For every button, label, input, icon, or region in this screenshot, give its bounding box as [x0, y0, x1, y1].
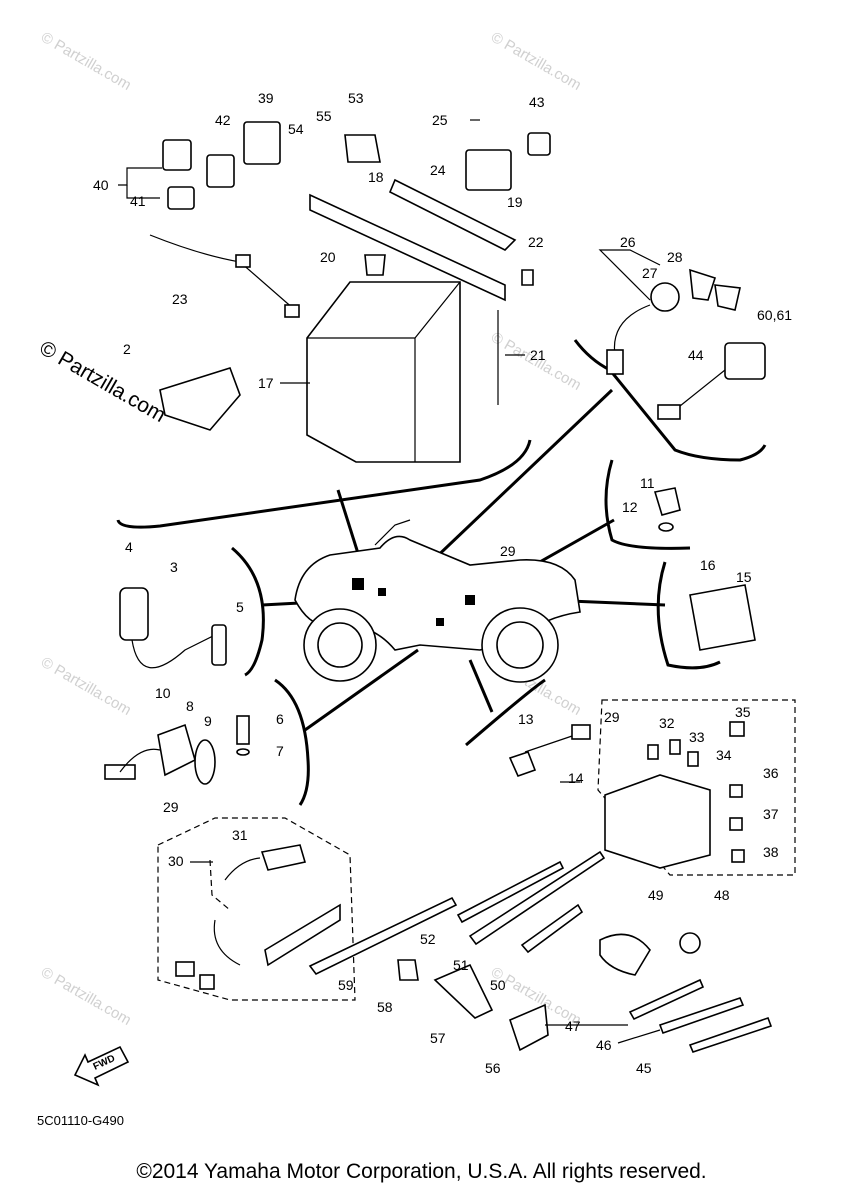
callout-12: 12	[622, 499, 638, 515]
callout-13: 13	[518, 711, 534, 727]
fwd-arrow: FWD	[73, 1045, 130, 1087]
callout-14: 14	[568, 770, 584, 786]
callout-53: 53	[348, 90, 364, 106]
watermark: © Partzilla.com	[38, 964, 134, 1029]
diagram-code: 5C01110-G490	[37, 1113, 124, 1128]
group-fuse-box	[597, 699, 796, 876]
callout-6: 6	[276, 711, 284, 727]
group-harness	[157, 817, 356, 1001]
callout-43: 43	[529, 94, 545, 110]
parts-sensors	[104, 487, 756, 785]
callout-54: 54	[288, 121, 304, 137]
callout-55: 55	[316, 108, 332, 124]
watermark-large: © Partzilla.com	[36, 336, 170, 427]
callout-6061: 60,61	[757, 307, 792, 323]
callout-29: 29	[163, 799, 179, 815]
callout-22: 22	[528, 234, 544, 250]
callout-19: 19	[507, 194, 523, 210]
callout-5: 5	[236, 599, 244, 615]
callout-59: 59	[338, 977, 354, 993]
callout-35: 35	[735, 704, 751, 720]
callout-9: 9	[204, 713, 212, 729]
callout-24: 24	[430, 162, 446, 178]
callout-47: 47	[565, 1018, 581, 1034]
callout-7: 7	[276, 743, 284, 759]
group-ties-clamps	[308, 850, 773, 1053]
callout-42: 42	[215, 112, 231, 128]
callout-46: 46	[596, 1037, 612, 1053]
callout-30: 30	[168, 853, 184, 869]
callout-49: 49	[648, 887, 664, 903]
callout-2: 2	[123, 341, 131, 357]
callout-48: 48	[714, 887, 730, 903]
callout-16: 16	[700, 557, 716, 573]
callout-23: 23	[172, 291, 188, 307]
callout-41: 41	[130, 193, 146, 209]
parts-battery-bracket	[159, 178, 534, 463]
callout-34: 34	[716, 747, 732, 763]
atv-illustration	[294, 519, 581, 683]
callouts: 39 53 43 42 55 54 25 24 40 41 18 19 20 2…	[37, 90, 792, 1128]
callout-18: 18	[368, 169, 384, 185]
callout-33: 33	[689, 729, 705, 745]
callout-25: 25	[432, 112, 448, 128]
callout-56: 56	[485, 1060, 501, 1076]
callout-50: 50	[490, 977, 506, 993]
watermark: © Partzilla.com	[38, 654, 134, 719]
group-boundaries	[116, 339, 767, 806]
callout-26: 26	[620, 234, 636, 250]
callout-44: 44	[688, 347, 704, 363]
leader-lines	[118, 119, 661, 1044]
parts-relays	[149, 121, 551, 318]
callout-45: 45	[636, 1060, 652, 1076]
callout-3: 3	[170, 559, 178, 575]
callout-20: 20	[320, 249, 336, 265]
callout-40: 40	[93, 177, 109, 193]
callout-4: 4	[125, 539, 133, 555]
callout-29: 29	[604, 709, 620, 725]
watermark: © Partzilla.com	[38, 29, 134, 94]
callout-29: 29	[500, 543, 516, 559]
callout-51: 51	[453, 957, 469, 973]
callout-58: 58	[377, 999, 393, 1015]
parts-main-switch	[606, 268, 766, 420]
callout-10: 10	[155, 685, 171, 701]
callout-17: 17	[258, 375, 274, 391]
callout-11: 11	[640, 475, 655, 491]
copyright-notice: ©2014 Yamaha Motor Corporation, U.S.A. A…	[136, 1160, 707, 1183]
callout-31: 31	[232, 827, 248, 843]
callout-8: 8	[186, 698, 194, 714]
callout-39: 39	[258, 90, 274, 106]
callout-15: 15	[736, 569, 752, 585]
callout-32: 32	[659, 715, 675, 731]
callout-52: 52	[420, 931, 436, 947]
callout-38: 38	[763, 844, 779, 860]
callout-28: 28	[667, 249, 683, 265]
callout-36: 36	[763, 765, 779, 781]
callout-27: 27	[642, 265, 658, 281]
callout-37: 37	[763, 806, 779, 822]
callout-21: 21	[530, 347, 546, 363]
callout-57: 57	[430, 1030, 446, 1046]
watermark: © Partzilla.com	[488, 29, 584, 94]
